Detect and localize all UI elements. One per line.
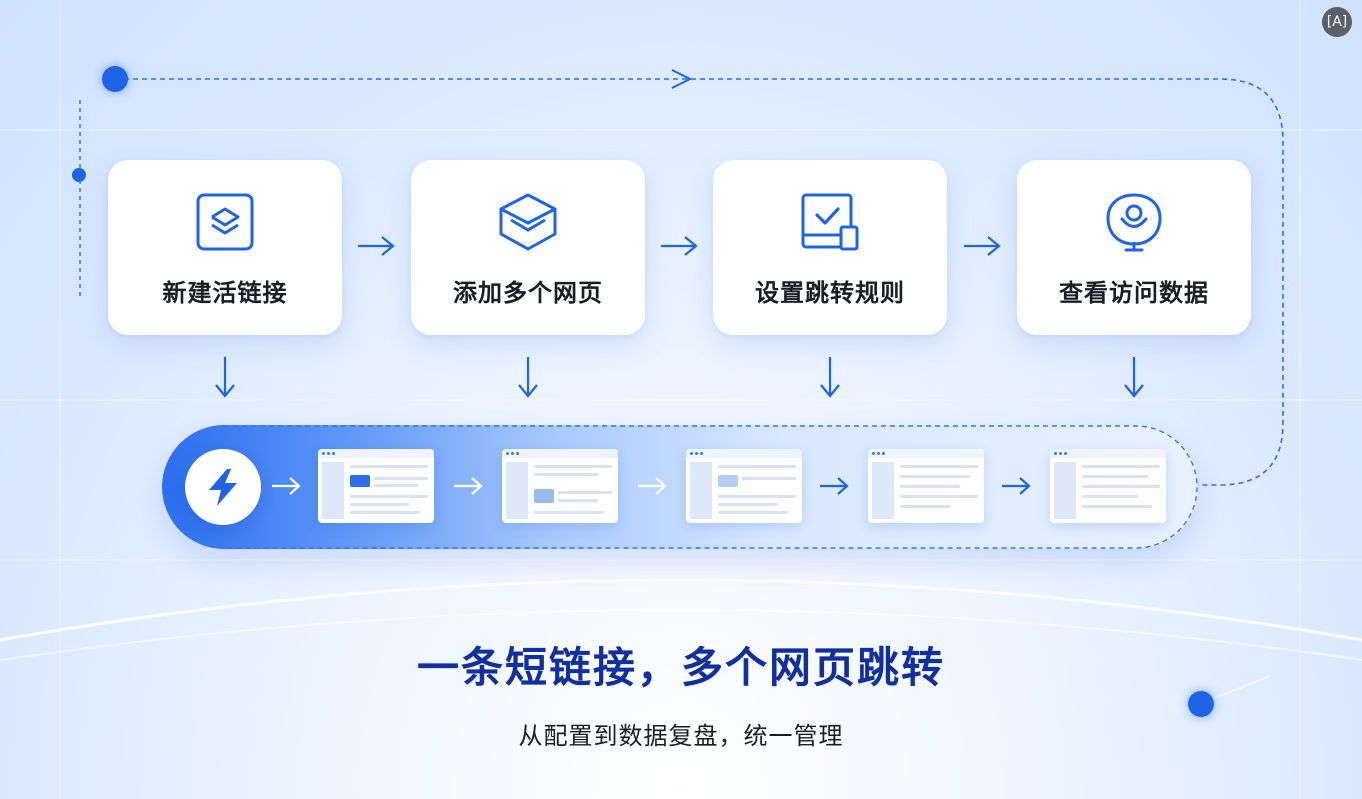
arrow-right-icon (358, 236, 395, 256)
webpage-thumbnail (502, 449, 618, 523)
lightning-button (185, 449, 261, 525)
text-recognition-button[interactable]: [A] (1322, 7, 1352, 37)
webpage-thumbnail (868, 449, 984, 523)
subtitle: 从配置到数据复盘，统一管理 (518, 722, 844, 750)
arrow-right-icon (454, 477, 483, 495)
microphone-icon (1106, 193, 1162, 252)
layers-icon (196, 193, 254, 251)
step-label: 添加多个网页 (453, 279, 603, 307)
arrow-right-icon (638, 477, 667, 495)
arrow-right-icon (964, 236, 1001, 256)
page-flow-strip-border (162, 425, 1198, 549)
arrow-down-icon (518, 357, 538, 398)
step-card-set-rules: 设置跳转规则 (713, 160, 947, 335)
text-recognition-icon: [A] (1326, 14, 1348, 30)
lightning-bolt-icon (209, 469, 237, 506)
decor-dot (1188, 691, 1214, 717)
main-title: 一条短链接，多个网页跳转 (416, 643, 945, 692)
step-card-view-data: 查看访问数据 (1017, 160, 1251, 335)
step-label: 查看访问数据 (1059, 279, 1209, 307)
arrow-down-icon (215, 357, 235, 398)
step-label: 设置跳转规则 (755, 279, 905, 307)
arrow-right-icon (272, 477, 301, 495)
arrow-right-icon (1002, 477, 1031, 495)
arrow-down-icon (1124, 357, 1144, 398)
arrow-right-icon (820, 477, 849, 495)
webpage-thumbnail (1050, 449, 1166, 523)
checkbox-device-icon (801, 193, 859, 251)
arrow-right-icon (661, 236, 698, 256)
step-card-add-pages: 添加多个网页 (411, 160, 645, 335)
webpage-thumbnail (318, 449, 434, 523)
webpage-thumbnail (686, 449, 802, 523)
step-label: 新建活链接 (162, 279, 288, 307)
step-card-new-link: 新建活链接 (108, 160, 342, 335)
loop-side-dot (72, 168, 86, 182)
arrow-down-icon (820, 357, 840, 398)
loop-start-dot (102, 66, 128, 92)
envelope-box-icon (499, 193, 557, 251)
